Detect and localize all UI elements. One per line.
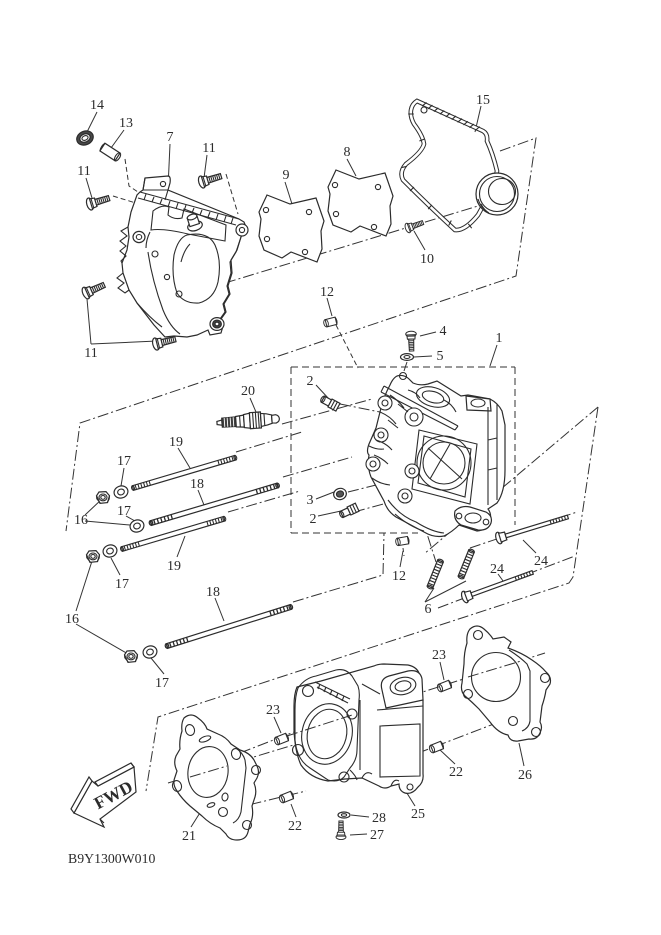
svg-text:13: 13: [119, 116, 133, 131]
svg-text:15: 15: [476, 93, 490, 108]
svg-text:4: 4: [440, 324, 447, 339]
svg-text:11: 11: [77, 164, 90, 179]
svg-text:27: 27: [370, 828, 384, 843]
svg-text:22: 22: [449, 765, 463, 780]
svg-text:23: 23: [432, 648, 446, 663]
svg-text:14: 14: [90, 98, 104, 113]
svg-text:24: 24: [534, 554, 548, 569]
svg-text:17: 17: [117, 504, 131, 519]
svg-text:18: 18: [206, 585, 220, 600]
svg-text:20: 20: [241, 384, 255, 399]
svg-text:1: 1: [496, 331, 503, 346]
svg-text:5: 5: [437, 349, 444, 364]
svg-text:B9Y1300W010: B9Y1300W010: [68, 851, 155, 866]
svg-text:17: 17: [115, 577, 129, 592]
svg-text:17: 17: [117, 454, 131, 469]
svg-text:22: 22: [288, 819, 302, 834]
svg-text:2: 2: [310, 512, 317, 527]
svg-text:26: 26: [518, 768, 532, 783]
svg-text:10: 10: [420, 252, 434, 267]
svg-text:12: 12: [320, 285, 334, 300]
svg-text:3: 3: [307, 493, 314, 508]
svg-text:17: 17: [155, 676, 169, 691]
svg-text:16: 16: [65, 612, 79, 627]
svg-text:18: 18: [190, 477, 204, 492]
svg-text:11: 11: [84, 346, 97, 361]
svg-text:2: 2: [307, 374, 314, 389]
svg-text:25: 25: [411, 807, 425, 822]
svg-text:11: 11: [202, 141, 215, 156]
svg-text:23: 23: [266, 703, 280, 718]
svg-text:16: 16: [74, 513, 88, 528]
svg-text:6: 6: [425, 602, 432, 617]
svg-text:24: 24: [490, 562, 504, 577]
svg-text:19: 19: [167, 559, 181, 574]
svg-text:21: 21: [182, 829, 196, 844]
svg-text:19: 19: [169, 435, 183, 450]
svg-text:8: 8: [344, 145, 351, 160]
svg-text:9: 9: [283, 168, 290, 183]
svg-text:7: 7: [167, 130, 174, 145]
svg-text:28: 28: [372, 811, 386, 826]
svg-text:12: 12: [392, 569, 406, 584]
